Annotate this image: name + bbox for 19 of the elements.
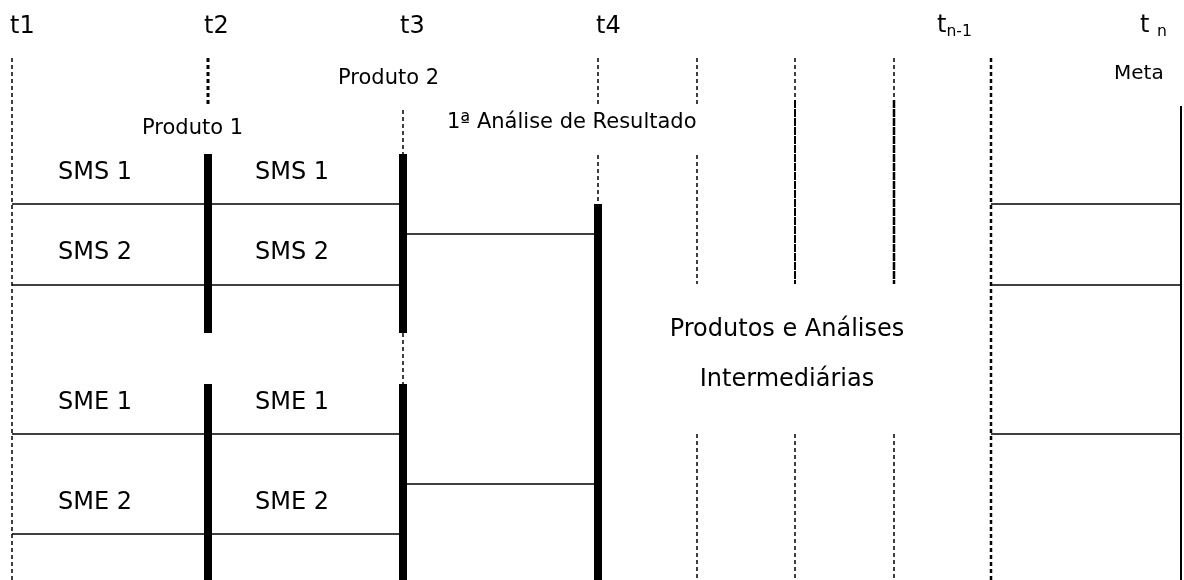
row-label: SME 1 [58, 388, 132, 416]
time-label: t $_{n}$ [1140, 11, 1167, 41]
row-label: SME 1 [255, 388, 329, 416]
intermediate-label: Produtos e Análises Intermediárias [668, 313, 906, 394]
time-label: t1 [10, 12, 35, 40]
row-label: SMS 2 [255, 238, 330, 266]
row-label: SMS 2 [58, 238, 133, 266]
time-label: t$_{n-1}$ [937, 11, 972, 41]
time-label: t2 [204, 12, 229, 40]
row-label: SMS 1 [58, 158, 133, 186]
row-label: SME 2 [58, 488, 132, 516]
row-label: SMS 1 [255, 158, 330, 186]
product-label: Produto 1 [142, 114, 244, 140]
time-label: t4 [596, 12, 621, 40]
row-label: SME 2 [255, 488, 329, 516]
goal-label: Meta [1114, 60, 1164, 84]
product-label: Produto 2 [338, 64, 440, 90]
analysis-label: 1ª Análise de Resultado [447, 108, 697, 134]
time-label: t3 [400, 12, 425, 40]
